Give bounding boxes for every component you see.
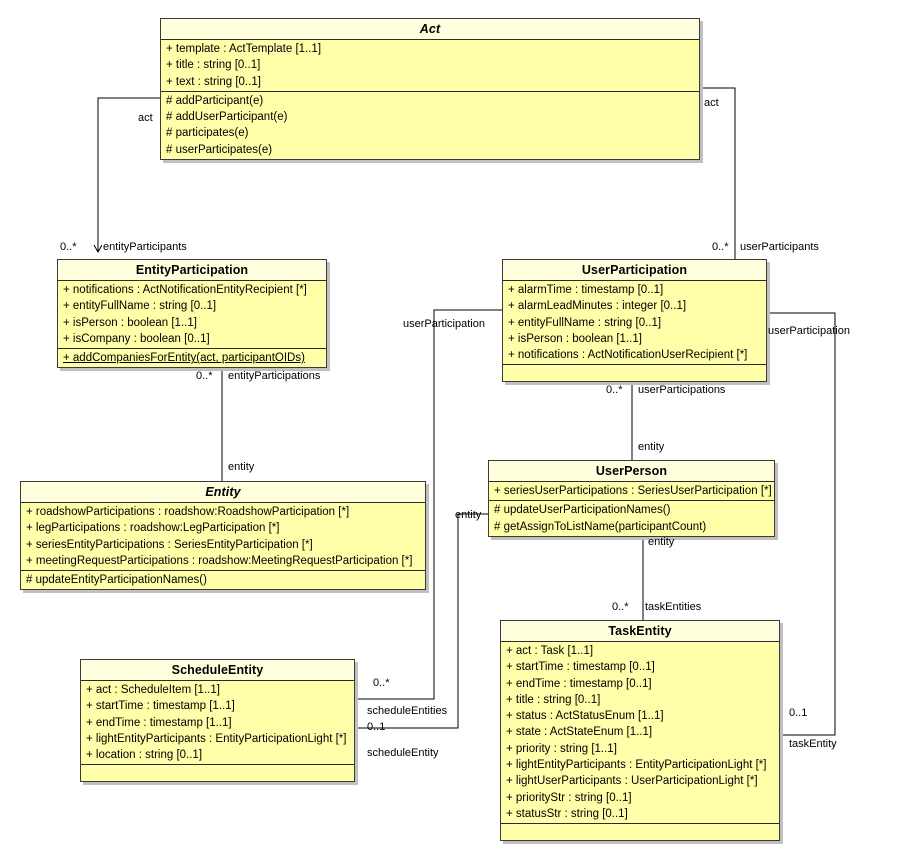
attribute-row: + priorityStr : string [0..1]: [506, 791, 632, 804]
attributes-section: + act : ScheduleItem [1..1] + startTime …: [81, 681, 354, 766]
attribute-row: + roadshowParticipations : roadshow:Road…: [26, 506, 350, 518]
edge-label-taskentities: taskEntities: [645, 601, 702, 613]
edge-label-entityparticipations-mult: 0..*: [196, 370, 213, 382]
edge-label-scheduleentities-mult: 0..*: [373, 677, 390, 689]
attribute-row: + entityFullName : string [0..1]: [508, 316, 662, 329]
class-title-scheduleentity: ScheduleEntity: [81, 660, 354, 681]
edge-label-scheduleentity: scheduleEntity: [367, 747, 439, 759]
attribute-row: + meetingRequestParticipations : roadsho…: [26, 554, 413, 567]
attributes-section: + alarmTime : timestamp [0..1] + alarmLe…: [503, 281, 766, 366]
attribute-row: + lightEntityParticipants : EntityPartic…: [86, 732, 347, 745]
edge-label-entity-role-left: entity: [228, 461, 255, 473]
attributes-section: + roadshowParticipations : roadshow:Road…: [21, 503, 425, 572]
uml-class-userperson[interactable]: UserPerson + seriesUserParticipations : …: [488, 460, 775, 537]
edge-label-scheduleentities: scheduleEntities: [367, 705, 448, 717]
uml-class-act[interactable]: Act + template : ActTemplate [1..1] + ti…: [160, 18, 700, 161]
class-title-entity: Entity: [21, 482, 425, 503]
edge-userparticipation-taskentity: [767, 312, 836, 736]
attribute-row: + startTime : timestamp [0..1]: [506, 661, 655, 674]
attribute-row: + title : string [0..1]: [166, 59, 261, 72]
attribute-row: + text : string [0..1]: [166, 75, 261, 88]
operation-row: # userParticipates(e): [166, 143, 273, 156]
attribute-row: + startTime : timestamp [1..1]: [86, 700, 235, 713]
edge-label-taskentity-mult: 0..1: [789, 707, 808, 719]
operation-row: # getAssignToListName(participantCount): [494, 520, 707, 533]
attribute-row: + entityFullName : string [0..1]: [63, 300, 217, 313]
class-title-userperson: UserPerson: [489, 461, 774, 482]
attribute-row: + notifications : ActNotificationEntityR…: [63, 284, 307, 296]
uml-class-scheduleentity[interactable]: ScheduleEntity + act : ScheduleItem [1..…: [80, 659, 355, 783]
attribute-row: + lightEntityParticipants : EntityPartic…: [506, 759, 767, 772]
attribute-row: + endTime : timestamp [1..1]: [86, 716, 232, 729]
edge-label-entity-role-taskentity: entity: [648, 536, 675, 548]
edge-act-entityparticipants: [98, 97, 160, 252]
edge-label-entityparticipants-mult: 0..*: [60, 241, 77, 253]
edge-label-entityparticipants: entityParticipants: [103, 241, 187, 253]
attribute-row: + priority : string [1..1]: [506, 742, 617, 755]
attributes-section: + act : Task [1..1] + startTime : timest…: [501, 642, 779, 825]
edge-userperson-scheduleentity: [355, 513, 488, 729]
attribute-row: + lightUserParticipants : UserParticipat…: [506, 775, 758, 788]
attribute-row: + endTime : timestamp [0..1]: [506, 677, 652, 690]
uml-class-taskentity[interactable]: TaskEntity + act : Task [1..1] + startTi…: [500, 620, 780, 842]
operations-section: # updateEntityParticipationNames(): [21, 571, 425, 589]
operations-section: + addCompaniesForEntity(act, participant…: [58, 349, 326, 367]
edge-label-userparticipations-mult: 0..*: [606, 384, 623, 396]
edge-label-act-left-role: act: [138, 112, 153, 124]
edge-label-entity-role-userperson: entity: [638, 441, 665, 453]
class-title-taskentity: TaskEntity: [501, 621, 779, 642]
edge-label-taskentities-mult: 0..*: [612, 601, 629, 613]
attributes-section: + seriesUserParticipations : SeriesUserP…: [489, 482, 774, 502]
edge-label-userparticipation-right: userParticipation: [768, 325, 850, 337]
edge-label-userparticipations: userParticipations: [638, 384, 726, 396]
attribute-row: + location : string [0..1]: [86, 749, 203, 762]
edge-label-taskentity: taskEntity: [789, 738, 837, 750]
uml-class-userparticipation[interactable]: UserParticipation + alarmTime : timestam…: [502, 259, 767, 383]
operation-row: # participates(e): [166, 127, 249, 140]
attribute-row: + isPerson : boolean [1..1]: [63, 316, 197, 329]
edge-label-userparticipants-mult: 0..*: [712, 241, 729, 253]
attribute-row: + state : ActStateEnum [1..1]: [506, 726, 653, 739]
attribute-row: + seriesUserParticipations : SeriesUserP…: [494, 485, 772, 497]
attribute-row: + template : ActTemplate [1..1]: [166, 43, 322, 55]
attribute-row: + alarmTime : timestamp [0..1]: [508, 284, 664, 296]
attribute-row: + seriesEntityParticipations : SeriesEnt…: [26, 538, 313, 551]
class-title-act: Act: [161, 19, 699, 40]
attribute-row: + notifications : ActNotificationUserRec…: [508, 349, 748, 362]
uml-class-entityparticipation[interactable]: EntityParticipation + notifications : Ac…: [57, 259, 327, 369]
attribute-row: + act : Task [1..1]: [506, 645, 594, 657]
class-title-userparticipation: UserParticipation: [503, 260, 766, 281]
operation-row: # addParticipant(e): [166, 94, 264, 107]
attributes-section: + template : ActTemplate [1..1] + title …: [161, 40, 699, 92]
uml-class-entity[interactable]: Entity + roadshowParticipations : roadsh…: [20, 481, 426, 591]
attribute-row: + isCompany : boolean [0..1]: [63, 332, 210, 345]
operations-section: [81, 765, 354, 781]
edge-label-scheduleentity-mult: 0..1: [367, 721, 386, 733]
operations-section: # updateUserParticipationNames() # getAs…: [489, 501, 774, 536]
attribute-row: + title : string [0..1]: [506, 693, 601, 706]
operation-row: # addUserParticipant(e): [166, 111, 288, 124]
operation-row: + addCompaniesForEntity(act, participant…: [63, 352, 305, 365]
attribute-row: + act : ScheduleItem [1..1]: [86, 684, 220, 696]
operations-section: [501, 824, 779, 840]
attribute-row: + legParticipations : roadshow:LegPartic…: [26, 522, 280, 535]
edge-label-entity-role-scheduleentity: entity: [455, 509, 482, 521]
attributes-section: + notifications : ActNotificationEntityR…: [58, 281, 326, 350]
attribute-row: + alarmLeadMinutes : integer [0..1]: [508, 300, 687, 313]
edge-label-act-right-role: act: [704, 97, 719, 109]
class-title-entityparticipation: EntityParticipation: [58, 260, 326, 281]
attribute-row: + status : ActStatusEnum [1..1]: [506, 710, 664, 723]
operations-section: [503, 365, 766, 381]
edge-label-userparticipation-mid: userParticipation: [403, 318, 485, 330]
operation-row: # updateEntityParticipationNames(): [26, 574, 207, 587]
edge-act-userparticipants: [700, 87, 736, 259]
attribute-row: + isPerson : boolean [1..1]: [508, 332, 642, 345]
attribute-row: + statusStr : string [0..1]: [506, 807, 628, 820]
operations-section: # addParticipant(e) # addUserParticipant…: [161, 92, 699, 159]
operation-row: # updateUserParticipationNames(): [494, 504, 671, 517]
edge-label-entityparticipations: entityParticipations: [228, 370, 321, 382]
edge-label-userparticipants: userParticipants: [740, 241, 819, 253]
edge-userparticipation-scheduleentities: [355, 309, 502, 700]
